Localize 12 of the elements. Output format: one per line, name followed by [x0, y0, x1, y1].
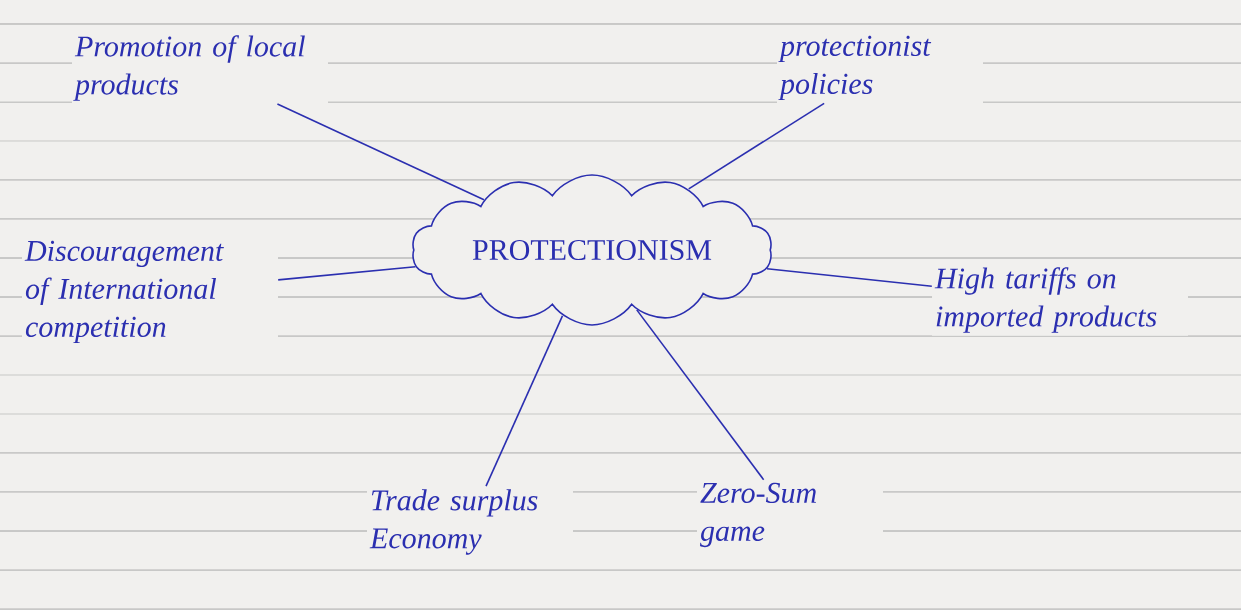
- connector-line: [485, 315, 564, 487]
- connector-line: [766, 267, 933, 288]
- handwritten-label: protectionist policies: [777, 32, 983, 104]
- connector-line: [276, 103, 485, 201]
- connector-line: [687, 102, 825, 190]
- connector-line: [635, 309, 765, 481]
- handwritten-label: Promotion of local products: [72, 32, 328, 104]
- handwritten-label: High tariffs on imported products: [932, 264, 1188, 336]
- handwritten-label: Discouragement of International competition: [22, 237, 278, 347]
- handwritten-label: Trade surplus Economy: [367, 486, 573, 558]
- connector-line: [277, 266, 417, 281]
- handwritten-label: Zero-Sum game: [697, 479, 883, 551]
